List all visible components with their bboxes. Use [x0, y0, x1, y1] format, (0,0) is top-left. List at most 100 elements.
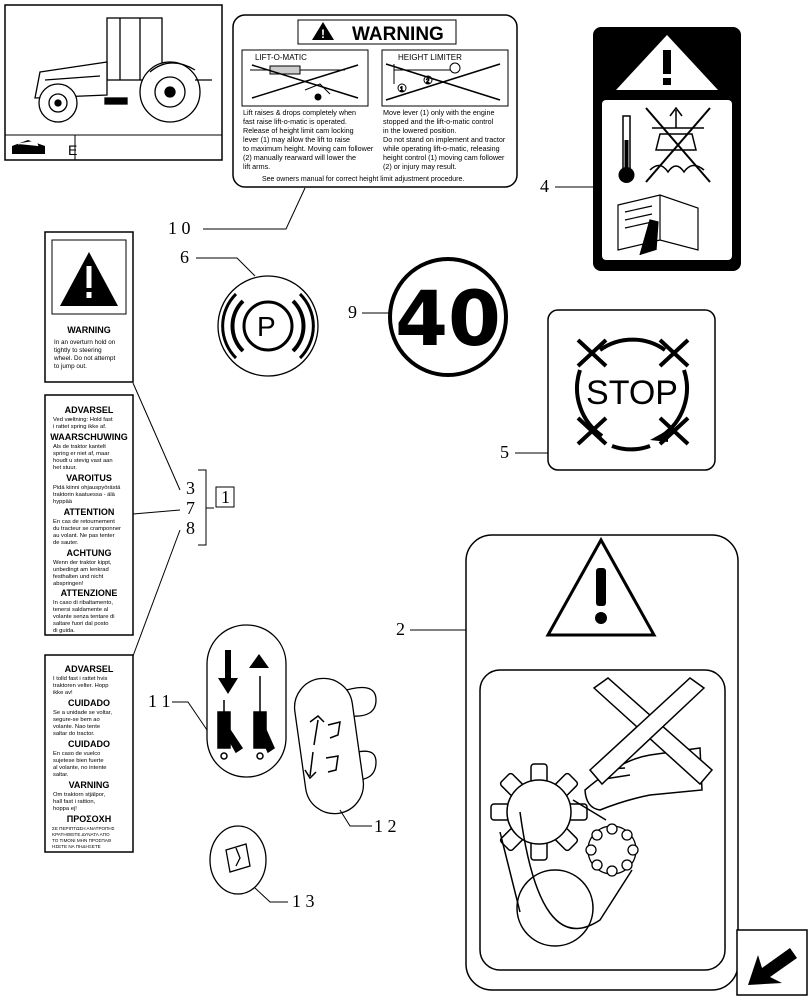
hydraulic-cylinder-icon [217, 676, 275, 760]
right-text-line: Do not stand on implement and tractor [383, 135, 506, 144]
lang-line: sujetese bien fuerte [53, 758, 104, 764]
lang-line: ΗΣΕΤΕ ΝΑ ΠΗΔΗΞΕΤΕ [52, 844, 101, 849]
left-text-line: to maximum height. Moving cam follower [243, 144, 374, 153]
rollover-line: to jump out. [54, 363, 87, 370]
lang-line: au volant. Ne pas tenter [53, 533, 115, 539]
lang-title: VARNING [69, 780, 110, 790]
lang-line: Ved væltning: Hold fast [53, 417, 113, 423]
lang-title: CUIDADO [68, 739, 110, 749]
decal-header: WARNING [352, 24, 444, 45]
lang-line: houdt u stevig vast aan [53, 458, 113, 464]
lang-title: ADVARSEL [65, 664, 114, 674]
decal-hot-fluid-warning [593, 27, 741, 271]
lang-line: du tracteur se cramponner [53, 526, 121, 532]
right-text-line: (2) or injury may result. [383, 162, 457, 171]
callout-7: 7 [186, 498, 195, 518]
lang-line: Wenn der traktor kippt, [53, 560, 112, 566]
rollover-line: wheel. Do not attempt [53, 355, 116, 362]
small-glyph-icon [225, 843, 251, 873]
svg-text:1: 1 [400, 87, 404, 93]
lang-line: En caso de vuelco [53, 751, 100, 757]
lang-line: volante senza tentare di [53, 614, 115, 620]
lang-line: tenersi saldamente al [53, 607, 108, 613]
lang-line: ΣΕ ΠΕΡΙΠΤΩΣΗ ΑΝΑΤΡΟΠΗΣ [52, 826, 115, 831]
callout-6: 6 [180, 247, 189, 267]
lang-line: traktorin kaatuessa - älä [53, 492, 116, 498]
right-text-line: height control (1) moving cam follower [383, 153, 505, 162]
decal-small-round [209, 825, 267, 895]
lang-title: CUIDADO [68, 698, 110, 708]
lang-line: saltar. [53, 772, 69, 778]
lang-line: spring er niet af, maar [53, 451, 109, 457]
callout-5: 5 [500, 442, 509, 462]
gear-icon [490, 763, 588, 861]
lang-line: di guida. [53, 628, 75, 634]
prohibition-cross-icon [588, 677, 714, 786]
lang-title: ATTENZIONE [61, 588, 118, 598]
lang-line: al volante, no intente [53, 765, 107, 771]
decal-footer: See owners manual for correct height lim… [262, 176, 464, 183]
radiator-cap-icon [645, 106, 711, 183]
leader-line-8 [132, 529, 181, 657]
lang-line: In caso di ribaltamento, [53, 600, 113, 606]
leader-line-12 [339, 809, 372, 827]
stop-text: STOP [586, 374, 678, 412]
right-text-line: stopped and the lift-o-matic control [383, 117, 494, 126]
lang-line: traktoren velter. Hopp [53, 683, 108, 689]
decal-parking-brake: P [217, 275, 319, 377]
lang-line: ΚΡΑΤΗΘΕΙΤΕ ΔΥΝΑΤΑ ΑΠΟ [52, 832, 110, 837]
right-text-line: in the lowered position. [383, 126, 457, 135]
lang-line: I tolld fast i rattet hvis [53, 676, 108, 682]
lower-arrow-icon [218, 650, 238, 694]
left-text-line: Release of height limit cam locking [243, 126, 354, 135]
manual-book-icon [617, 194, 699, 256]
callout-2: 2 [396, 619, 405, 639]
lang-title: ACHTUNG [67, 548, 112, 558]
leader-line-13 [254, 887, 288, 903]
lang-line: En cas de retournement [53, 519, 115, 525]
lift-lever-icon [250, 64, 359, 101]
speed-value: 40 [395, 274, 501, 363]
back-arrow-icon [748, 948, 797, 985]
decal-multilang-a: ADVARSEL Ved væltning: Hold fast i ratte… [44, 394, 134, 636]
decal-knob-label [293, 677, 377, 815]
lang-line: Pidä kiinni ohjauspyörästä [53, 485, 121, 491]
callout-4: 4 [540, 176, 549, 196]
lang-title: ATTENTION [64, 507, 115, 517]
left-text-line: lever (1) may allow the lift to raise [243, 135, 350, 144]
lang-line: i rattet spring ikke af. [53, 424, 107, 430]
decal-lift-o-matic-warning: ! WARNING LIFT-O-MATIC HEIGHT LIMITER 1 … [232, 14, 518, 188]
callout-group-3-7-8: 3 7 8 1 [132, 382, 235, 657]
decal-speed-limit: 40 [388, 257, 508, 377]
lang-title: ΠΡΟΣΟΧΗ [67, 814, 111, 824]
leader-line-11 [172, 701, 208, 731]
lang-line: hyppää [53, 499, 73, 505]
decal-engine-stop: STOP [547, 309, 716, 471]
lang-title: WAARSCHUWING [50, 432, 128, 442]
tractor-thumbnail: E [4, 4, 223, 161]
thumbnail-suffix: E [68, 142, 77, 158]
lang-line: het stuur. [53, 465, 77, 471]
lever-direction-icon [304, 715, 341, 780]
callout-13: 1 3 [292, 891, 315, 911]
leader-line-3 [132, 382, 181, 491]
right-panel-title: HEIGHT LIMITER [398, 53, 462, 62]
belt-icon [499, 799, 633, 947]
left-text-line: fast raise lift-o-matic is operated. [243, 117, 347, 126]
right-panel-text: Move lever (1) only with the engine stop… [382, 108, 506, 171]
warning-triangle-icon [312, 22, 334, 40]
raise-arrow-icon [249, 654, 269, 668]
leader-line-7 [132, 509, 181, 515]
previous-page-arrow-button[interactable] [736, 929, 808, 996]
roller-wheel-icon [585, 823, 639, 877]
lang-line: Se a unidade se voltar, [53, 710, 112, 716]
lang-title: VAROITUS [66, 473, 112, 483]
lang-line: saltare fuori dal posto [53, 621, 108, 627]
lang-line: Als de traktor kantelt [53, 444, 106, 450]
left-panel-title: LIFT-O-MATIC [255, 53, 307, 62]
svg-text:2: 2 [426, 79, 430, 85]
lang-line: unbedingt am lenkrad [53, 567, 109, 573]
right-text-line: Move lever (1) only with the engine [383, 108, 494, 117]
